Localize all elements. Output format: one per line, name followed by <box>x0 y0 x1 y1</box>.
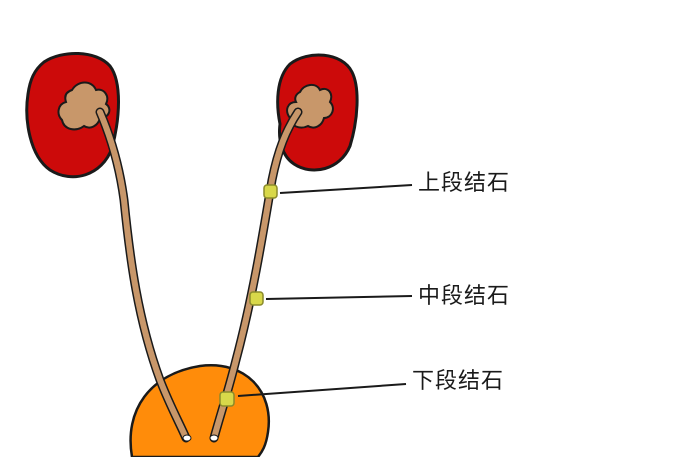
middle-leader-line <box>265 295 413 300</box>
lower-stone <box>219 391 235 407</box>
left-ureter-fill <box>97 109 189 441</box>
upper-stone <box>263 184 278 199</box>
upper-stone-label: 上段结石 <box>418 171 511 196</box>
middle-stone-label: 中段结石 <box>418 284 511 309</box>
lower-leader-line <box>237 383 407 397</box>
left-renal-pelvis <box>57 81 111 131</box>
right-ureteral-orifice <box>209 434 219 442</box>
left-ureteral-orifice <box>182 434 192 442</box>
lower-stone-label: 下段结石 <box>412 369 505 394</box>
middle-stone <box>249 291 264 306</box>
upper-leader-line <box>279 184 413 194</box>
bladder <box>129 364 271 457</box>
